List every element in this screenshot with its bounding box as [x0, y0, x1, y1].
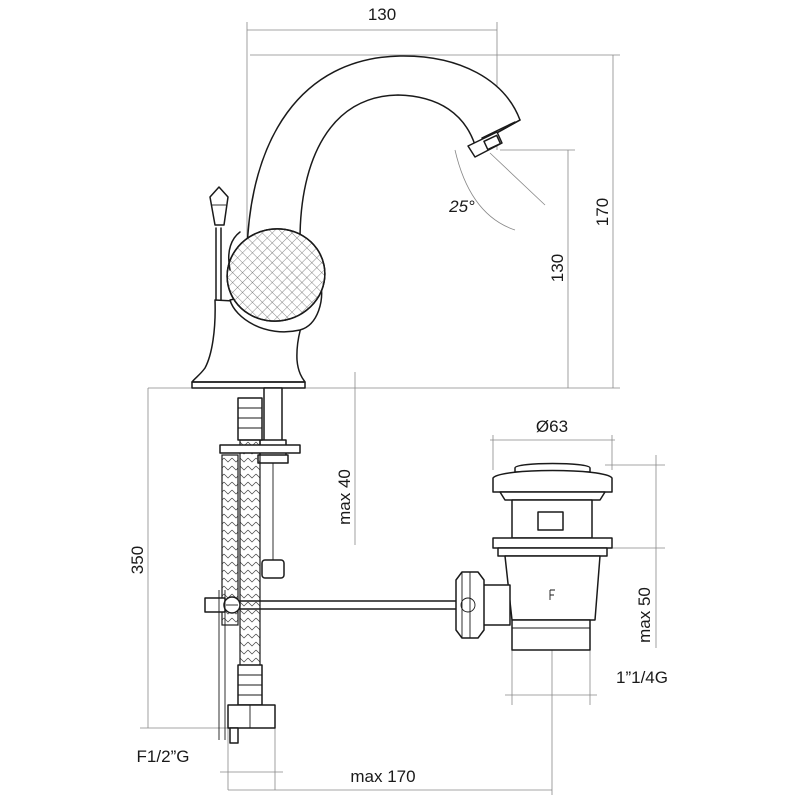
label-spout-reach: 130 [368, 5, 396, 24]
label-total-height: 170 [593, 198, 612, 226]
label-spout-height: 130 [548, 254, 567, 282]
dimension-lines [140, 22, 665, 795]
label-hose-length: 350 [128, 546, 147, 574]
label-max-waste-travel: max 50 [635, 587, 654, 643]
label-connection-thread: F1/2”G [137, 747, 190, 766]
label-max-rod-length: max 170 [350, 767, 415, 786]
label-spout-angle: 25° [448, 197, 475, 216]
popup-waste [455, 462, 613, 651]
supply-hoses [204, 387, 463, 744]
label-waste-diameter: Ø63 [536, 417, 568, 436]
faucet-body [191, 55, 521, 389]
dimension-labels: 130 25° 130 170 max 40 350 Ø63 max 50 1”… [128, 5, 668, 786]
label-max-deck-thickness: max 40 [335, 469, 354, 525]
label-waste-thread: 1”1/4G [616, 668, 668, 687]
